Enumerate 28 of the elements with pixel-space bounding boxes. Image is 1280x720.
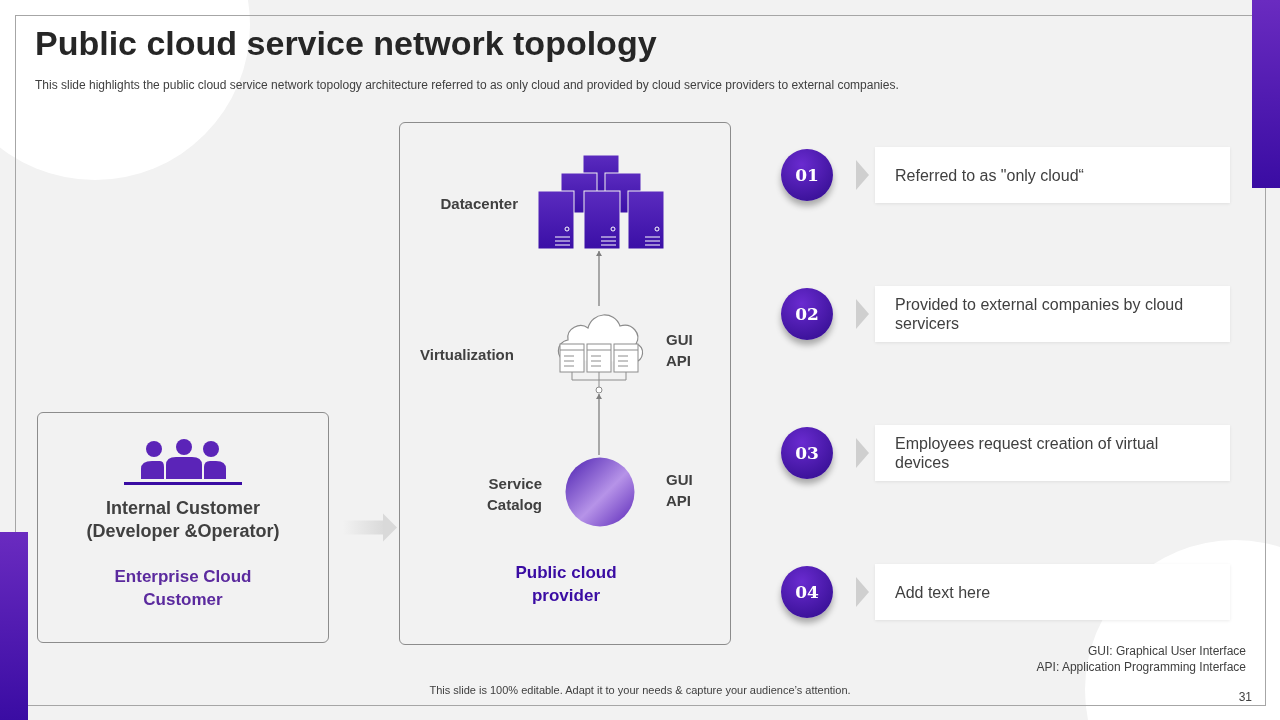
group-panel xyxy=(399,122,731,645)
text-card: Add text here xyxy=(875,564,1230,620)
text-card: Provided to external companies by cloud servicers xyxy=(875,286,1230,342)
component-label: Virtualization xyxy=(420,345,515,365)
server-stack-icon xyxy=(536,153,666,251)
page-number: 31 xyxy=(1237,690,1252,704)
interface-label: GUI API xyxy=(666,330,694,371)
node-subtitle: Public cloud provider xyxy=(514,562,618,607)
arrow xyxy=(596,393,602,456)
step-number-circle: 02 xyxy=(781,288,833,340)
catalog-sphere xyxy=(565,457,635,527)
step-number-circle: 01 xyxy=(781,149,833,201)
footnote: GUI: Graphical User Interface xyxy=(1086,644,1246,658)
subtitle: This slide highlights the public cloud service network topology architecture referred to as only cloud and provided by cloud service providers to external companies. xyxy=(35,78,900,92)
text-card: Employees request creation of virtual devices xyxy=(875,425,1230,481)
node-subtitle: Enterprise Cloud Customer xyxy=(113,566,253,611)
slide-title: Public cloud service network topology xyxy=(35,24,657,63)
node-title: Internal Customer (Developer &Operator) xyxy=(85,497,281,543)
step-number-circle: 03 xyxy=(781,427,833,479)
footnote: API: Application Programming Interface xyxy=(1035,660,1246,674)
text-card: Referred to as "only cloud“ xyxy=(875,147,1230,203)
arrow xyxy=(596,250,602,307)
editable-note: This slide is 100% editable. Adapt it to your needs & capture your audience’s attention. xyxy=(428,684,852,696)
interface-label: GUI API xyxy=(666,470,694,511)
component-label: Datacenter xyxy=(439,194,518,214)
group-panel xyxy=(37,412,329,643)
component-label: Service Catalog xyxy=(486,474,542,515)
step-number-circle: 04 xyxy=(781,566,833,618)
